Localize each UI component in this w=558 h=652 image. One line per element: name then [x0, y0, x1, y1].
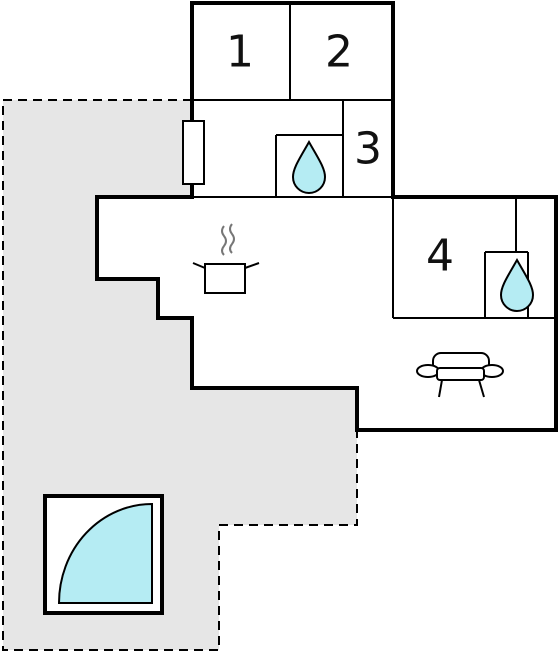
room-2-label: 2	[325, 27, 353, 78]
outer-wall	[95, 1, 558, 432]
door-icon	[182, 120, 205, 185]
room-1-label: 1	[226, 27, 254, 78]
interior-walls	[192, 3, 556, 319]
cooking-pot-icon	[192, 223, 260, 294]
house-floor	[97, 3, 556, 430]
room-4-label: 4	[426, 231, 454, 282]
water-drop-icon	[499, 257, 535, 312]
sofa-icon	[416, 352, 504, 398]
water-drop-icon	[291, 139, 327, 194]
pool-icon	[43, 494, 164, 615]
room-3-label: 3	[354, 124, 382, 175]
